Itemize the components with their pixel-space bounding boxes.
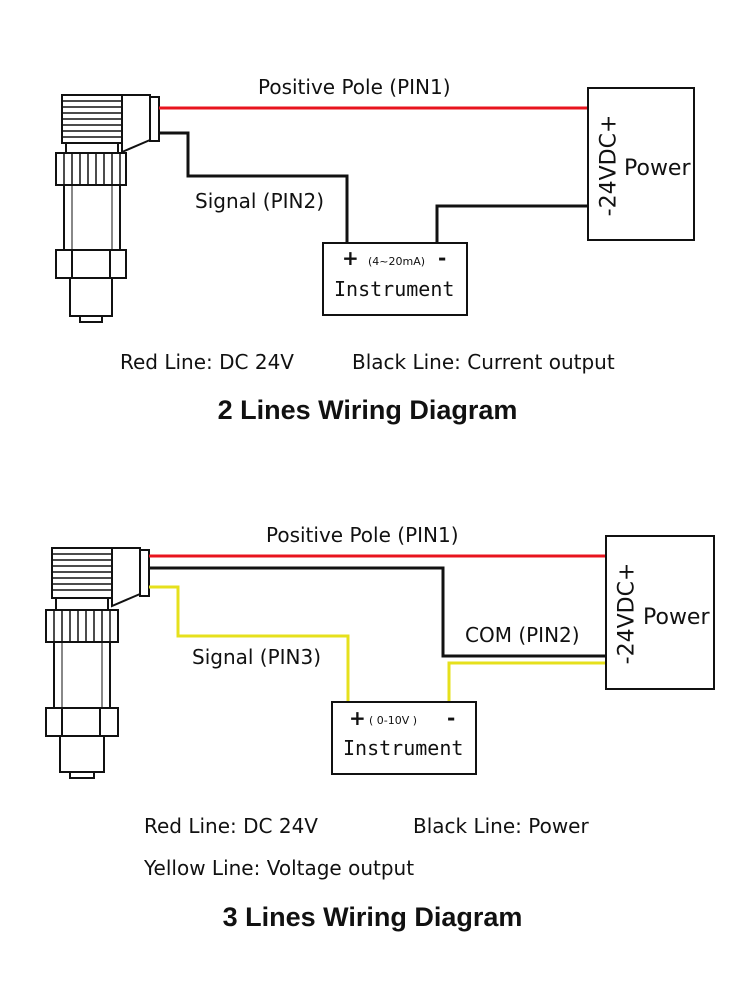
instrument-plus-2: + (349, 706, 366, 730)
positive-pole-label-2: Positive Pole (PIN1) (266, 523, 459, 547)
instrument-box-2: + ( 0-10V ) - Instrument (331, 701, 477, 775)
instrument-label-1: Instrument (334, 277, 455, 301)
power-voltage-label-1: -24VDC+ (596, 114, 622, 217)
return-wire-2 (447, 661, 607, 703)
diagram-title-2: 3 Lines Wiring Diagram (222, 902, 523, 932)
com-label-2: COM (PIN2) (465, 623, 580, 647)
instrument-label-2: Instrument (343, 736, 464, 760)
pressure-transmitter-2 (45, 547, 150, 779)
instrument-plus-1: + (342, 246, 359, 270)
legend-red-2: Red Line: DC 24V (144, 814, 318, 838)
signal-label-1: Signal (PIN2) (195, 189, 325, 213)
signal-label-2: Signal (PIN3) (192, 645, 322, 669)
instrument-box-1: + (4~20mA) - Instrument (322, 242, 468, 316)
legend-red-1: Red Line: DC 24V (120, 350, 294, 374)
instrument-minus-1: - (438, 246, 447, 270)
signal-wire-1 (159, 131, 349, 244)
legend-yellow-2: Yellow Line: Voltage output (144, 856, 415, 880)
power-supply-box-1: -24VDC+ Power (587, 87, 695, 241)
com-wire-2 (149, 566, 607, 658)
instrument-range-1: (4~20mA) (368, 255, 426, 268)
instrument-minus-2: - (447, 706, 456, 730)
return-wire-1 (435, 204, 589, 244)
signal-wire-2 (149, 585, 350, 703)
legend-black-2: Black Line: Power (413, 814, 589, 838)
power-voltage-label-2: -24VDC+ (614, 562, 640, 665)
diagram-title-1: 2 Lines Wiring Diagram (217, 395, 518, 425)
pressure-transmitter-1 (55, 94, 160, 323)
power-label-2: Power (643, 605, 710, 630)
instrument-range-2: ( 0-10V ) (369, 714, 418, 727)
legend-black-1: Black Line: Current output (352, 350, 615, 374)
power-label-1: Power (624, 156, 691, 181)
positive-pole-label-1: Positive Pole (PIN1) (258, 75, 451, 99)
power-supply-box-2: -24VDC+ Power (605, 535, 715, 690)
